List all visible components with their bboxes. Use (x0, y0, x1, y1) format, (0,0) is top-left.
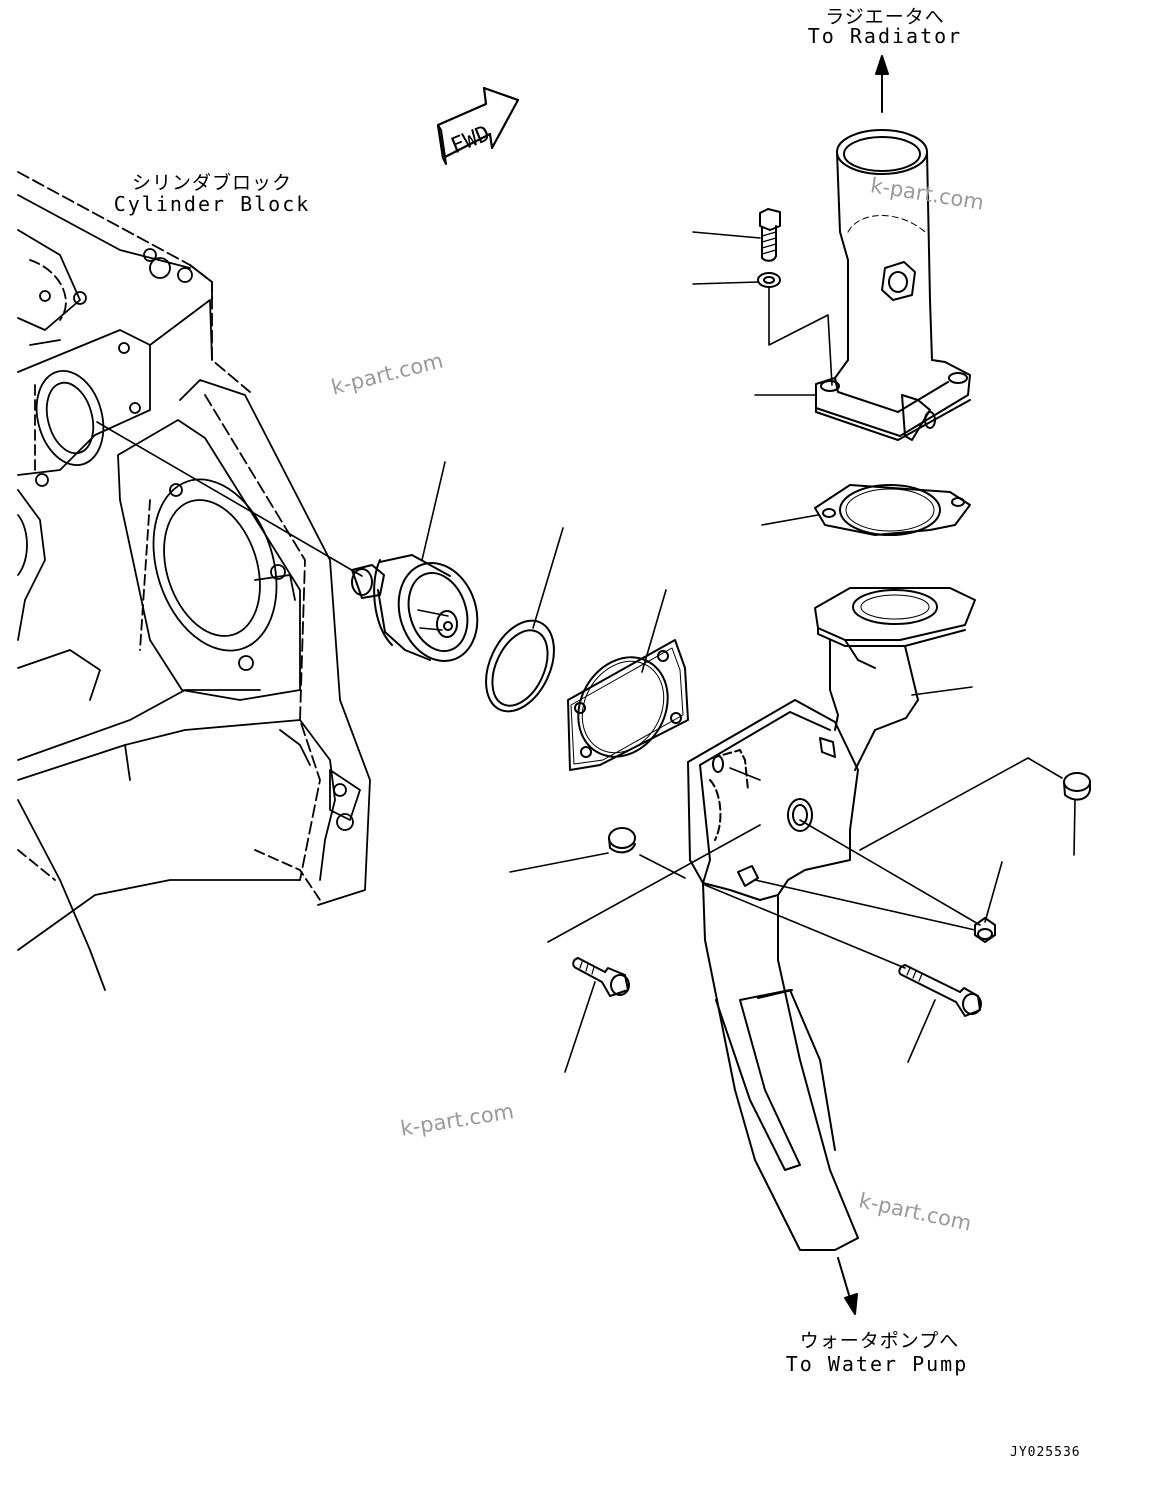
drawing-code: JY025536 (1010, 1445, 1081, 1460)
o-ring (485, 619, 555, 713)
flange-bolt-right (898, 964, 982, 1017)
flange-bolt-left (572, 957, 630, 997)
thermostat (351, 554, 479, 662)
pump-label-en: To Water Pump (785, 1352, 969, 1376)
leader-lines (96, 231, 1076, 1073)
gasket-upper (814, 484, 971, 536)
cylinder-label-jp: シリンダブロック (131, 172, 292, 194)
radiator-label-en: To Radiator (807, 24, 963, 48)
pump-label-jp: ウォータポンプへ (799, 1330, 960, 1352)
fwd-arrow: FWD (436, 86, 520, 165)
plug-small (974, 917, 996, 943)
cylinder-block (17, 171, 371, 991)
arrow-to-water-pump (837, 1257, 858, 1315)
plug-right (1063, 772, 1091, 801)
radiator-label-jp: ラジエータへ (825, 6, 945, 28)
gasket-square (567, 639, 689, 771)
upper-pipe (815, 129, 971, 441)
washer (757, 272, 781, 288)
bolt-top (759, 208, 781, 262)
cylinder-label-en: Cylinder Block (113, 192, 311, 216)
arrow-to-radiator (875, 55, 889, 113)
fwd-text: FWD (448, 121, 494, 159)
thermostat-housing (687, 587, 976, 1251)
plug-left (608, 827, 636, 854)
